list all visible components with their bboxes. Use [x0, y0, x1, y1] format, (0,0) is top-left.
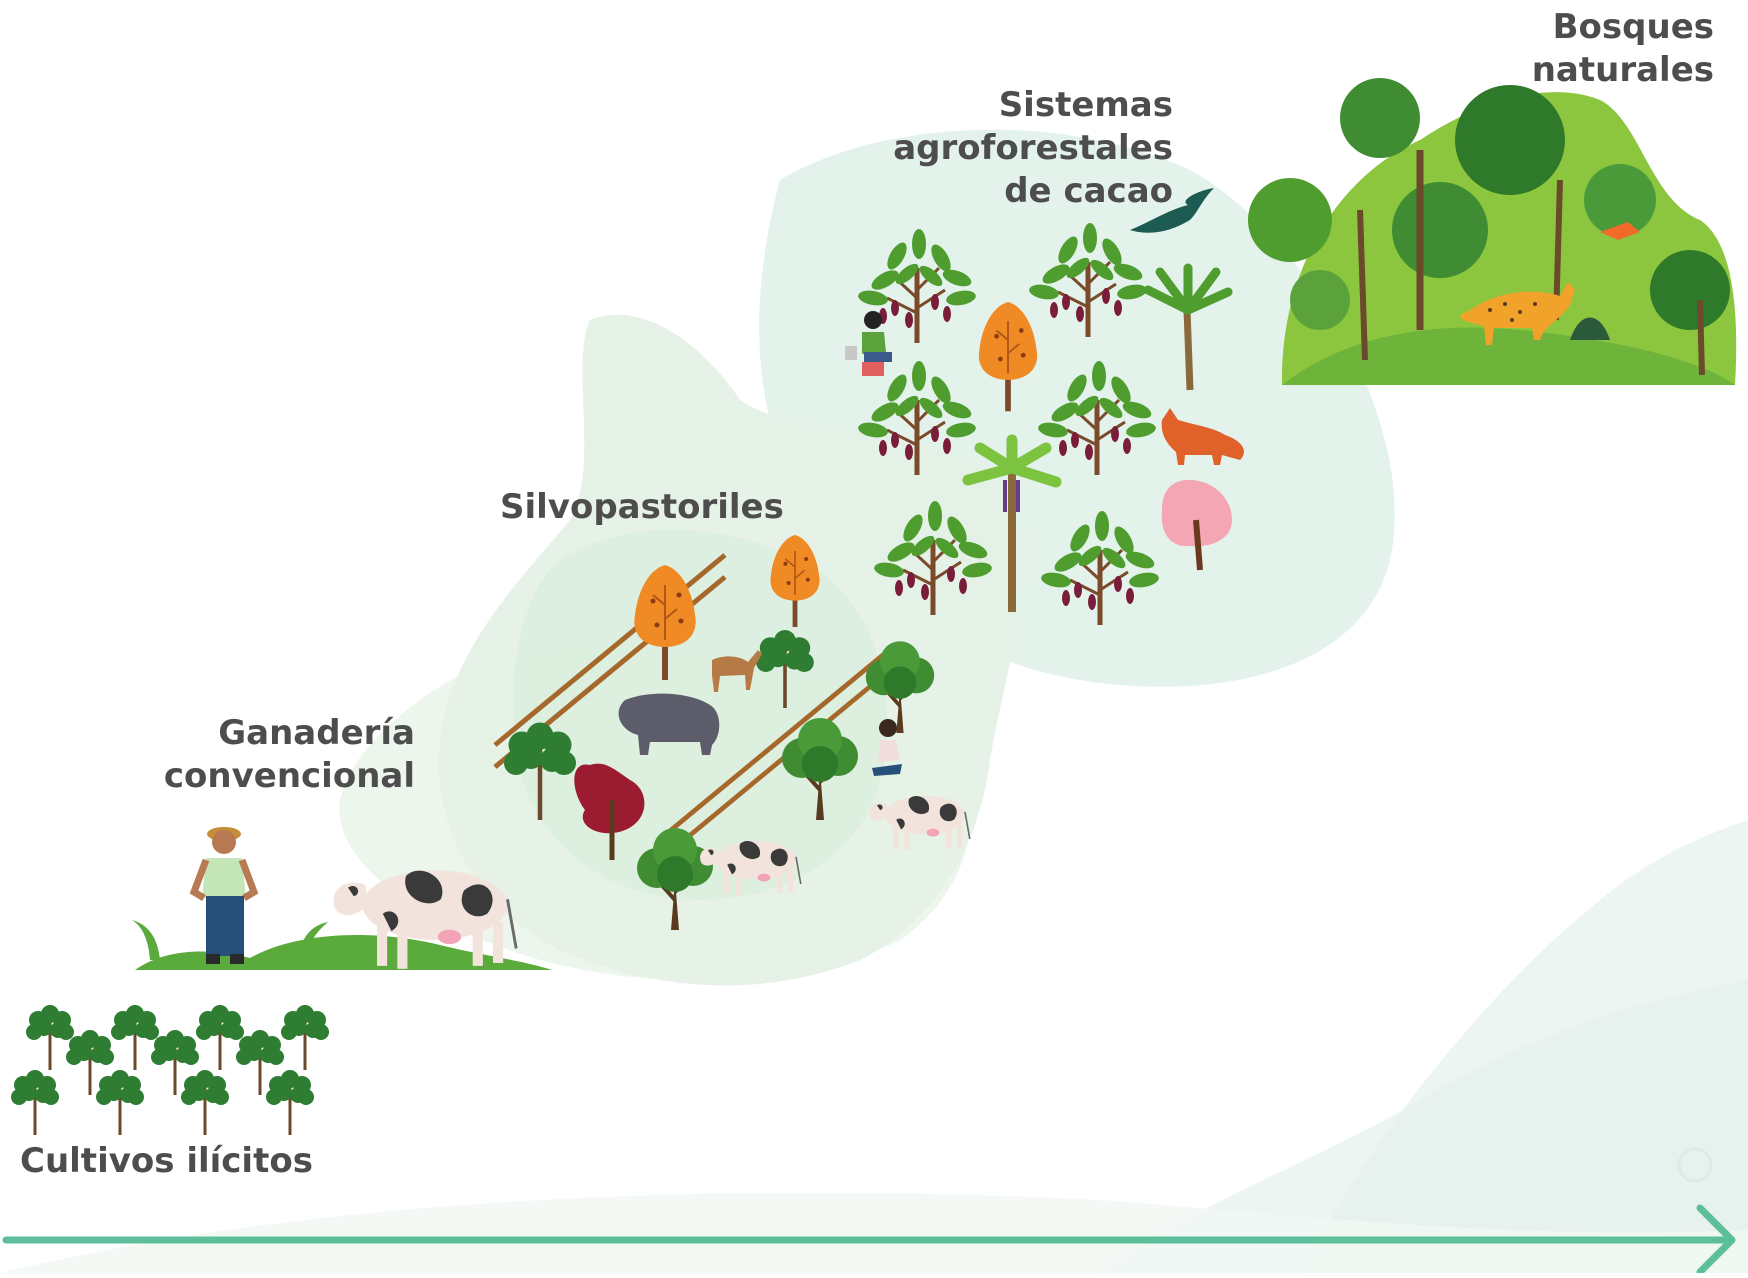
label-sistemas-line1: Sistemas [880, 84, 1173, 127]
label-sistemas-agroforestales: Sistemas agroforestales de cacao [880, 84, 1173, 213]
farmer [194, 827, 254, 964]
label-bosques-naturales: Bosques naturales [1360, 6, 1714, 92]
label-sistemas-line3: de cacao [880, 170, 1173, 213]
illicit-crops [11, 1005, 329, 1135]
label-ganaderia-line2: convencional [150, 755, 415, 798]
label-cultivos-ilicitos: Cultivos ilícitos [20, 1140, 313, 1183]
label-silvopastoriles: Silvopastoriles [500, 486, 784, 529]
label-ganaderia-convencional: Ganadería convencional [150, 712, 415, 798]
label-ganaderia-line1: Ganadería [150, 712, 415, 755]
label-sistemas-line2: agroforestales [880, 127, 1173, 170]
natural-forest-scene [1248, 78, 1736, 385]
